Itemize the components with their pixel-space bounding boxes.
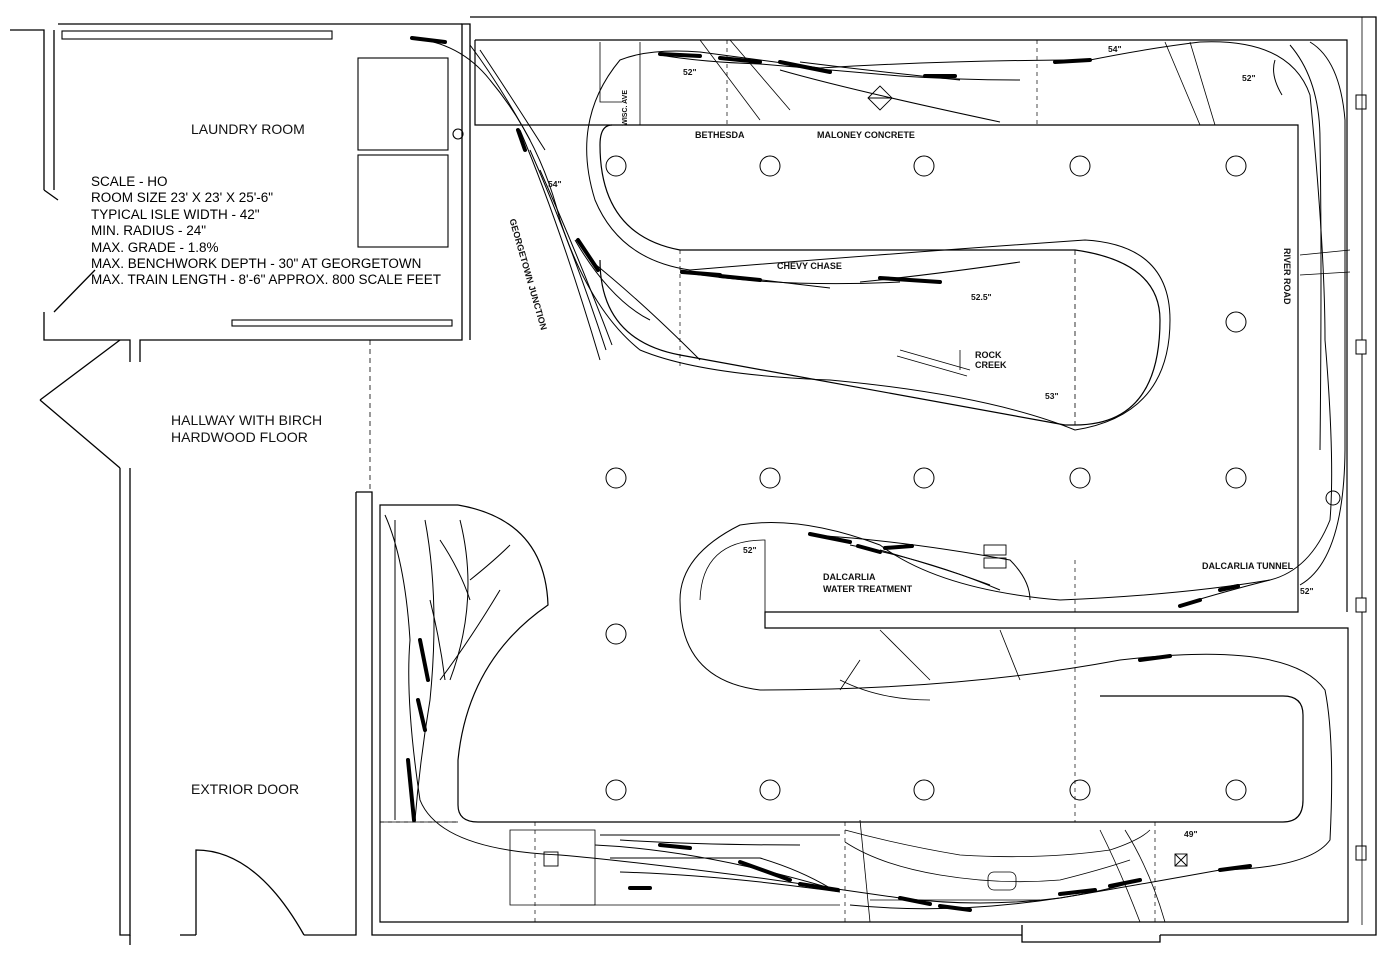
note-train-length: MAX. TRAIN LENGTH - 8'-6" APPROX. 800 SC…	[91, 272, 441, 288]
potomac-river	[839, 349, 1151, 891]
river-road-label: RIVER ROAD	[1282, 248, 1292, 305]
exterior-door-label: EXTRIOR DOOR	[191, 781, 300, 797]
dalcarlia-tunnel-label: DALCARLIA TUNNEL	[1202, 561, 1294, 571]
turnouts	[406, 36, 1252, 912]
dalcarlia-water-label-line2: WATER TREATMENT	[823, 584, 913, 594]
note-min-radius: MIN. RADIUS - 24"	[91, 223, 207, 239]
radius-49: 49"	[1184, 829, 1198, 839]
laundry-appliances	[61, 30, 464, 327]
bethesda-label: BETHESDA	[695, 130, 745, 140]
radius-52-far: 52"	[1242, 73, 1256, 83]
note-room-size: ROOM SIZE 23' X 23' X 25'-6"	[91, 190, 274, 206]
right-wall-windows	[1355, 94, 1367, 861]
radius-52-dalcarlia-right: 52"	[1300, 586, 1314, 596]
wisc-ave-label: WISC. AVE	[622, 90, 629, 126]
track	[384, 37, 1346, 910]
outer-walls	[10, 16, 1377, 945]
dalcarlia-water-label-line1: DALCARLIA	[823, 572, 876, 582]
note-isle-width: TYPICAL ISLE WIDTH - 42"	[91, 206, 260, 222]
laundry-room-label: LAUNDRY ROOM	[191, 121, 305, 137]
radius-52-dalcarlia-left: 52"	[743, 545, 757, 555]
streets	[509, 39, 1351, 923]
exterior-door	[180, 849, 305, 936]
radius-54-left: 54"	[548, 179, 562, 189]
radius-52-5: 52.5"	[971, 292, 992, 302]
benchwork	[379, 39, 1349, 923]
note-scale: SCALE - HO	[91, 174, 168, 189]
layout-notes: SCALE - HO ROOM SIZE 23' X 23' X 25'-6" …	[91, 174, 441, 289]
note-max-grade: MAX. GRADE - 1.8%	[91, 239, 219, 255]
chevy-chase-label: CHEVY CHASE	[777, 261, 842, 271]
support-posts	[605, 155, 1247, 801]
rock-creek-label-line2: CREEK	[975, 360, 1007, 370]
rock-creek-label-line1: ROCK	[975, 350, 1002, 360]
upper-aisle	[599, 124, 1161, 426]
small-structures	[543, 85, 1341, 867]
radius-52-top: 52"	[683, 67, 697, 77]
radius-53: 53"	[1045, 391, 1059, 401]
maloney-concrete-label: MALONEY CONCRETE	[817, 130, 915, 140]
radius-54-top: 54"	[1108, 44, 1122, 54]
note-benchwork-depth: MAX. BENCHWORK DEPTH - 30" AT GEORGETOWN	[91, 256, 422, 272]
hallway-label-line1: HALLWAY WITH BIRCH	[171, 412, 323, 428]
section-dashes	[380, 40, 1156, 922]
hallway-label-line2: HARDWOOD FLOOR	[171, 429, 308, 445]
